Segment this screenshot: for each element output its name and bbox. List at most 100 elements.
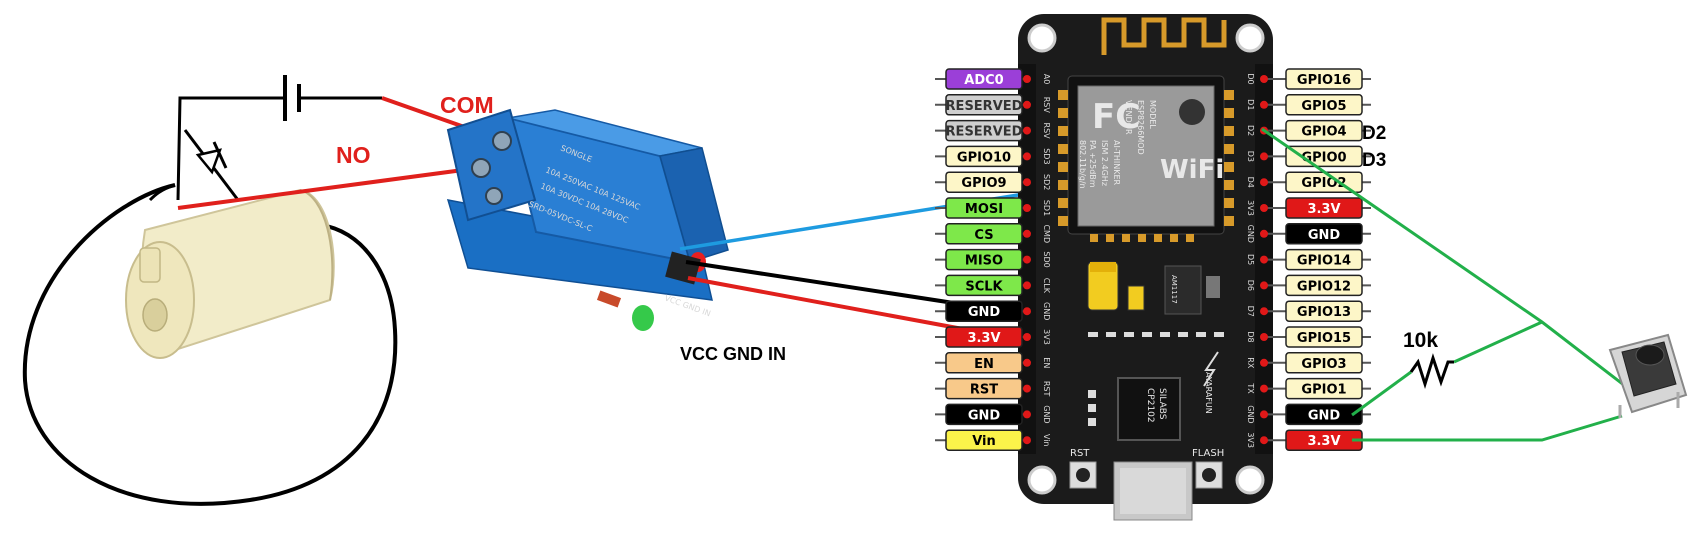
pin-code: D5: [1246, 254, 1255, 265]
gnd-resistor-wire: [1351, 370, 1412, 417]
pin-label-text: GND: [1308, 408, 1341, 423]
voltage-regulator: [1164, 265, 1202, 315]
module-pads: [1058, 90, 1234, 242]
pin-code: SD2: [1042, 174, 1051, 190]
water-pump: [22, 183, 398, 506]
pin-label-box: [1285, 377, 1363, 400]
header-pin: [1260, 178, 1268, 187]
pin-code: EN: [1042, 357, 1051, 368]
pin-label-box: [1285, 403, 1363, 426]
nc-screw: [485, 187, 503, 205]
pin-label-box: [1285, 145, 1363, 168]
pin-code: GND: [1042, 302, 1051, 320]
no-label: NO: [336, 142, 371, 168]
pin-label-box: [945, 68, 1023, 90]
pin-label-box: [945, 223, 1023, 245]
relay-pins-label: VCC GND IN: [680, 344, 786, 364]
right-pin-gpio5: GPIO5 D1: [1246, 94, 1371, 116]
pin-label-text: EN: [974, 357, 994, 372]
header-pin: [1260, 75, 1268, 83]
pin-label-box: [945, 377, 1023, 400]
module-maker: AI-THINKER: [1112, 140, 1121, 186]
no-screw: [471, 158, 491, 178]
pin-label-text: RESERVED: [946, 99, 1023, 114]
diode-icon: [195, 148, 222, 175]
pin-label-text: 3.3V: [1307, 434, 1340, 449]
pin-code: GND: [1246, 225, 1255, 243]
pin-label-text: GPIO5: [1301, 99, 1346, 114]
push-button: [1608, 333, 1688, 418]
pin-label-box: [1285, 352, 1363, 374]
pin-label-text: GPIO4: [1301, 125, 1346, 140]
resistor-top-wire: [1453, 320, 1543, 364]
pin-code: D8: [1246, 331, 1255, 342]
right-pin-gpio14: GPIO14 D5: [1246, 248, 1371, 271]
header-pin: [1260, 436, 1268, 445]
lightning-icon: [1203, 351, 1219, 387]
rst-button-cap: [1076, 468, 1090, 482]
pin-code: D1: [1246, 99, 1255, 110]
pin-label-text: GPIO3: [1301, 357, 1346, 372]
pin-label-box: [945, 326, 1023, 348]
pin-code: 3V3: [1246, 432, 1255, 448]
header-pin: [1260, 307, 1268, 316]
left-pin-adc0: ADC0 A0: [935, 68, 1051, 90]
header-pin: [1023, 75, 1031, 83]
relay-header: [665, 251, 701, 285]
right-pin-gpio4: GPIO4 D2: [1246, 119, 1371, 142]
module-ism: ISM 2.4GHz: [1100, 140, 1109, 186]
pin-label-text: Vin: [972, 434, 996, 449]
header-pin: [1260, 255, 1268, 264]
header-pin: [1023, 358, 1031, 367]
pin-code: CLK: [1042, 278, 1051, 294]
pin-code: A0: [1042, 74, 1051, 85]
d2-label: D2: [1362, 123, 1386, 144]
pin-label-box: [945, 119, 1023, 142]
chip-side-label: AYARAFUN: [1204, 372, 1213, 414]
pin-label-box: [1285, 119, 1363, 142]
module-pa: PA +25dBm: [1088, 140, 1097, 188]
battery-left-wire: [176, 96, 285, 201]
pin-code: Vin: [1042, 434, 1051, 447]
pin-label-text: GND: [968, 305, 1001, 320]
pin-label-text: GPIO10: [957, 150, 1011, 165]
pin-label-box: [945, 197, 1023, 219]
pin-label-text: GPIO15: [1297, 331, 1351, 346]
left-pin-gnd: GND GND: [935, 300, 1051, 322]
header-pin: [1023, 126, 1031, 135]
pin-code: SD0: [1042, 251, 1051, 267]
pin-label-text: ADC0: [964, 73, 1003, 88]
pin-label-text: GPIO1: [1301, 383, 1346, 398]
header-pin: [1260, 358, 1268, 367]
left-pin-en: EN EN: [935, 352, 1051, 374]
pin-label-text: GPIO14: [1297, 254, 1351, 269]
com-label: COM: [440, 92, 494, 118]
resistor-10k: [1409, 353, 1454, 390]
push-button-cap: [1635, 344, 1665, 366]
usb-uart-chip: [1117, 377, 1181, 441]
pin-label-text: RST: [970, 383, 998, 398]
pin-code: D2: [1246, 125, 1255, 136]
pin-label-text: GPIO13: [1297, 305, 1351, 320]
header-pin: [1023, 384, 1031, 393]
header-pin: [1023, 436, 1031, 445]
module-vendor-label: VENDOR: [1124, 100, 1133, 135]
relay-module: SONGLE 10A 250VAC 10A 125VAC 10A 30VDC 1…: [446, 108, 729, 331]
smd-components: [1088, 332, 1224, 426]
header-pin: [1023, 410, 1031, 419]
header-pin: [1260, 204, 1268, 212]
